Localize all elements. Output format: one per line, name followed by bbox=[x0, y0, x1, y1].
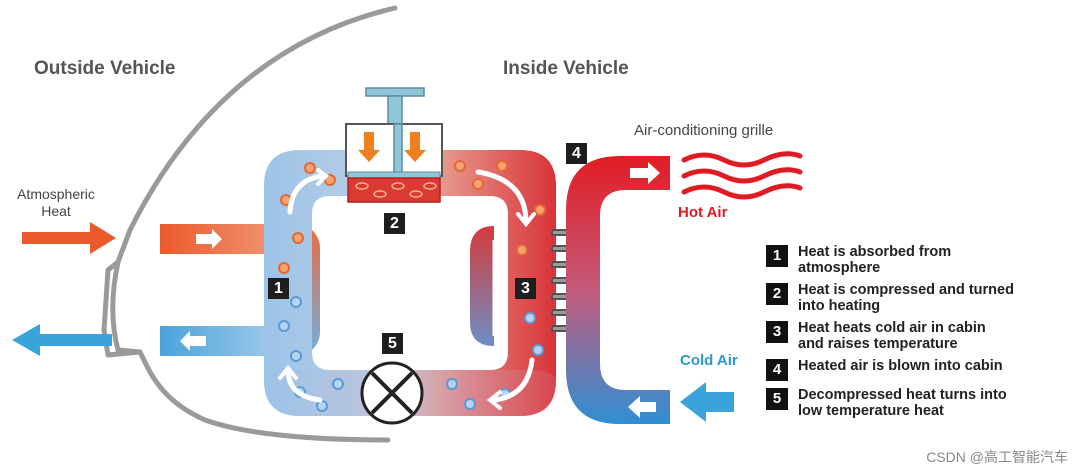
legend-number: 4 bbox=[766, 359, 788, 381]
legend-text: Heat heats cold air in cabin and raises … bbox=[798, 320, 986, 352]
hot-air-label: Hot Air bbox=[678, 204, 728, 221]
legend-text: Heat is compressed and turned into heati… bbox=[798, 282, 1014, 314]
marker-5: 5 bbox=[382, 333, 403, 354]
legend-line: Decompressed heat turns into bbox=[798, 387, 1007, 403]
legend-item-2: 2 Heat is compressed and turned into hea… bbox=[766, 282, 1066, 314]
legend-text: Heat is absorbed from atmosphere bbox=[798, 244, 951, 276]
legend: 1 Heat is absorbed from atmosphere 2 Hea… bbox=[766, 244, 1066, 425]
legend-number: 1 bbox=[766, 245, 788, 267]
legend-line: Heat is compressed and turned bbox=[798, 282, 1014, 298]
legend-number: 5 bbox=[766, 388, 788, 410]
hot-air-waves bbox=[681, 151, 803, 200]
atmospheric-heat-label: Atmospheric Heat bbox=[14, 186, 98, 220]
legend-line: and raises temperature bbox=[798, 336, 958, 352]
cabin-condenser bbox=[470, 226, 579, 346]
cold-air-label: Cold Air bbox=[680, 352, 738, 369]
flow-arrows bbox=[278, 168, 536, 410]
compressor bbox=[345, 87, 443, 203]
grille-label: Air-conditioning grille bbox=[634, 122, 774, 139]
outside-vehicle-heading: Outside Vehicle bbox=[34, 58, 176, 79]
inside-vehicle-heading: Inside Vehicle bbox=[503, 58, 629, 79]
marker-1: 1 bbox=[268, 278, 289, 299]
atmospheric-heat-arrow bbox=[22, 222, 116, 254]
marker-4: 4 bbox=[566, 143, 587, 164]
watermark: CSDN @高工智能汽车 bbox=[926, 449, 1068, 465]
legend-number: 2 bbox=[766, 283, 788, 305]
legend-text: Heated air is blown into cabin bbox=[798, 358, 1003, 374]
exhaust-cold-arrow bbox=[12, 324, 112, 356]
legend-line: atmosphere bbox=[798, 260, 881, 276]
legend-number: 3 bbox=[766, 321, 788, 343]
legend-line: into heating bbox=[798, 298, 881, 314]
cabin-duct bbox=[566, 156, 670, 424]
legend-line: Heated air is blown into cabin bbox=[798, 358, 1003, 374]
legend-item-3: 3 Heat heats cold air in cabin and raise… bbox=[766, 320, 1066, 352]
legend-line: low temperature heat bbox=[798, 403, 944, 419]
marker-3: 3 bbox=[515, 278, 536, 299]
car-front-outline bbox=[101, 260, 141, 358]
legend-item-4: 4 Heated air is blown into cabin bbox=[766, 358, 1066, 381]
expansion-valve bbox=[360, 361, 424, 425]
marker-2: 2 bbox=[384, 213, 405, 234]
legend-line: Heat is absorbed from bbox=[798, 244, 952, 260]
legend-text: Decompressed heat turns into low tempera… bbox=[798, 387, 1007, 419]
atmospheric-heat-line1: Atmospheric bbox=[17, 186, 95, 202]
legend-item-1: 1 Heat is absorbed from atmosphere bbox=[766, 244, 1066, 276]
legend-line: Heat heats cold air in cabin bbox=[798, 320, 986, 336]
cold-air-arrow bbox=[680, 382, 734, 422]
atmospheric-heat-line2: Heat bbox=[41, 203, 71, 219]
legend-item-5: 5 Decompressed heat turns into low tempe… bbox=[766, 387, 1066, 419]
car-windshield-outline bbox=[110, 5, 398, 443]
